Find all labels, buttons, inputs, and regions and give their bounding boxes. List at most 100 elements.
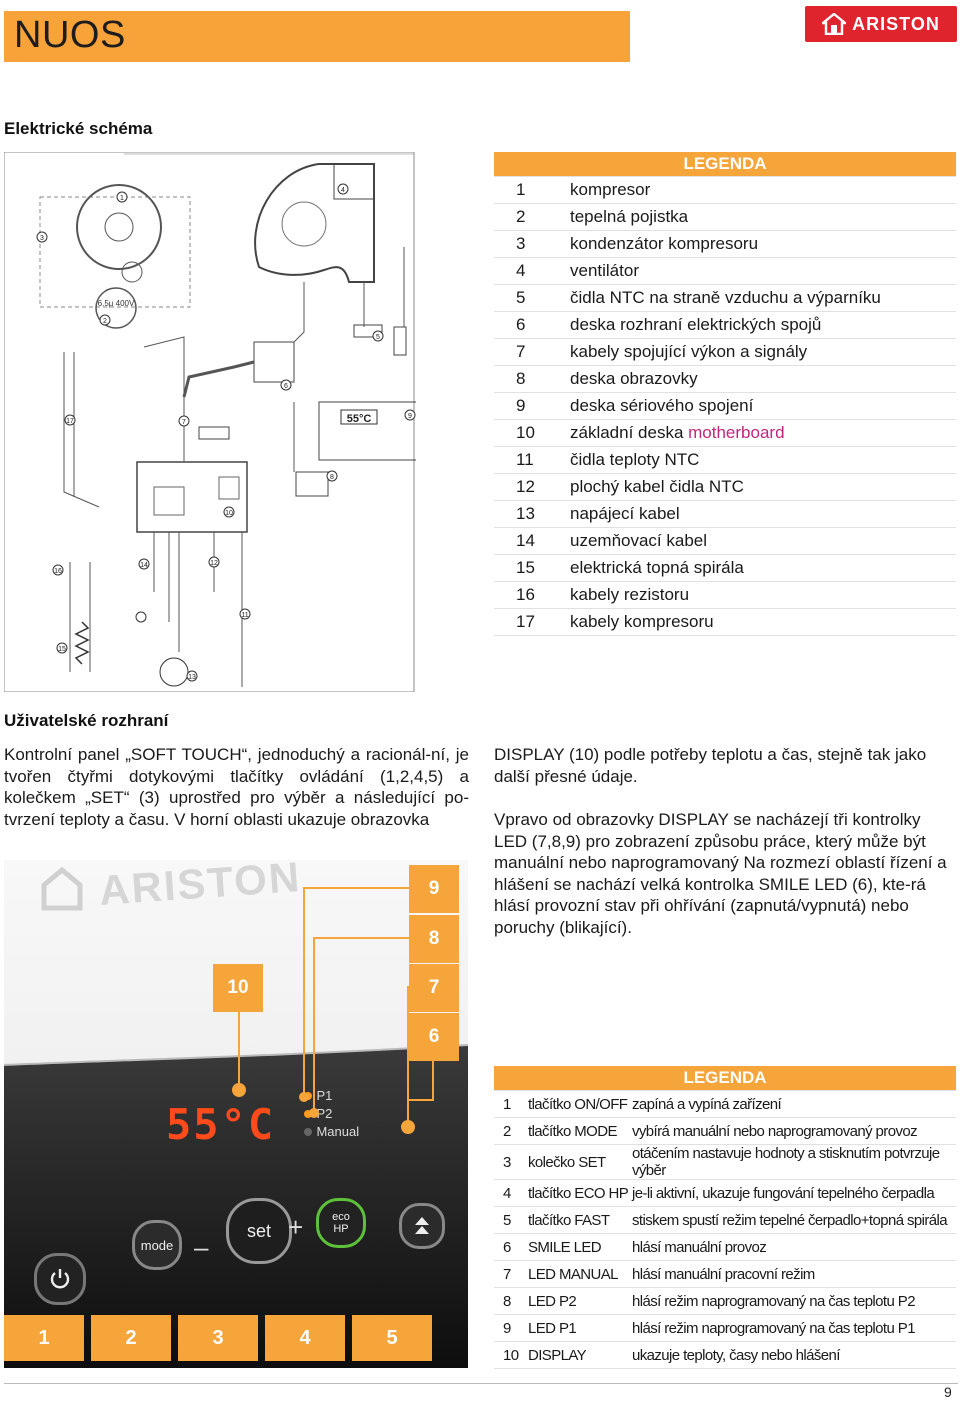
- legend-heading: LEGENDA: [494, 1066, 956, 1091]
- minus-icon: –: [194, 1232, 209, 1262]
- callout-6: 6: [409, 1013, 459, 1061]
- svg-text:8: 8: [330, 474, 334, 481]
- paragraph-leds: Vpravo od obrazovky DISPLAY se nacházejí…: [494, 810, 947, 937]
- schematic-marker: 17: [64, 414, 76, 426]
- section-title-electrical: Elektrické schéma: [4, 119, 153, 138]
- schematic-marker: 11: [239, 608, 251, 620]
- button-tag-3: 3: [178, 1315, 258, 1361]
- svg-text:1: 1: [120, 195, 124, 202]
- schematic-marker: 13: [186, 670, 198, 682]
- schematic-marker: 6: [280, 379, 292, 391]
- brand-wordmark: ARISTON: [852, 13, 940, 34]
- schematic-marker: 2: [99, 314, 111, 326]
- callout-7: 7: [409, 964, 459, 1012]
- wiring-schematic: 6.5µ 400V 55°C: [3, 151, 418, 693]
- schematic-marker: 9: [404, 409, 416, 421]
- schematic-marker: 12: [208, 556, 220, 568]
- paragraph-display: DISPLAY (10) podle potřeby teplotu a čas…: [494, 745, 927, 786]
- schematic-marker: 10: [223, 506, 235, 518]
- schematic-marker: 3: [36, 231, 48, 243]
- svg-text:6: 6: [284, 383, 288, 390]
- svg-text:3: 3: [40, 235, 44, 242]
- schematic-marker: 15: [56, 642, 68, 654]
- product-title: NUOS: [14, 14, 126, 56]
- svg-text:10: 10: [225, 510, 233, 517]
- power-icon: [50, 1269, 70, 1289]
- eco-hp-button[interactable]: eco HP: [316, 1198, 366, 1248]
- schematic-marker: 4: [337, 183, 349, 195]
- legend-heading: LEGENDA: [494, 152, 956, 177]
- house-icon: [822, 13, 847, 35]
- motherboard-highlight: motherboard: [688, 423, 785, 442]
- svg-text:2: 2: [103, 318, 107, 325]
- svg-text:9: 9: [408, 413, 412, 420]
- button-tag-5: 5: [352, 1315, 432, 1361]
- svg-text:13: 13: [188, 674, 196, 681]
- schematic-marker: 5: [372, 330, 384, 342]
- svg-text:16: 16: [54, 568, 62, 575]
- svg-text:4: 4: [341, 187, 345, 194]
- led-icon: [304, 1128, 312, 1136]
- button-tag-2: 2: [91, 1315, 171, 1361]
- callout-8: 8: [409, 915, 459, 963]
- callout-10: 10: [213, 964, 263, 1012]
- led-p2: P2: [304, 1105, 332, 1123]
- svg-text:11: 11: [241, 612, 248, 619]
- fast-arrow-icon: [415, 1217, 429, 1234]
- footer-divider: [4, 1383, 958, 1384]
- set-knob[interactable]: set: [226, 1198, 292, 1264]
- button-tag-4: 4: [265, 1315, 345, 1361]
- svg-text:7: 7: [182, 419, 186, 426]
- section-title-user-interface: Uživatelské rozhraní: [4, 711, 169, 730]
- ariston-logo: ARISTON: [805, 6, 957, 42]
- schematic-marker: 7: [178, 415, 190, 427]
- svg-text:17: 17: [66, 418, 74, 425]
- button-tag-1: 1: [4, 1315, 84, 1361]
- page-number: 9: [944, 1384, 952, 1400]
- callout-9: 9: [409, 865, 459, 913]
- plus-icon: +: [288, 1212, 304, 1242]
- header-bar: [4, 11, 630, 62]
- svg-text:5: 5: [376, 334, 380, 341]
- svg-text:12: 12: [210, 560, 218, 567]
- svg-text:14: 14: [140, 562, 148, 569]
- fast-button[interactable]: [399, 1203, 445, 1249]
- schematic-marker: 1: [116, 191, 128, 203]
- schematic-marker: 8: [326, 470, 338, 482]
- paragraph-panel-intro: Kontrolní panel „SOFT TOUCH“, jednoduchý…: [4, 745, 469, 829]
- svg-text:55°C: 55°C: [347, 413, 372, 425]
- power-button[interactable]: [34, 1253, 86, 1305]
- svg-text:6.5µ 400V: 6.5µ 400V: [98, 299, 135, 308]
- schematic-marker: 14: [138, 558, 150, 570]
- control-panel-photo: ARISTON 55°C P1 P2 Manual mode – set + e…: [4, 860, 468, 1368]
- led-manual: Manual: [304, 1123, 359, 1141]
- mode-button[interactable]: mode: [132, 1220, 182, 1270]
- callout-lines: [232, 887, 434, 1134]
